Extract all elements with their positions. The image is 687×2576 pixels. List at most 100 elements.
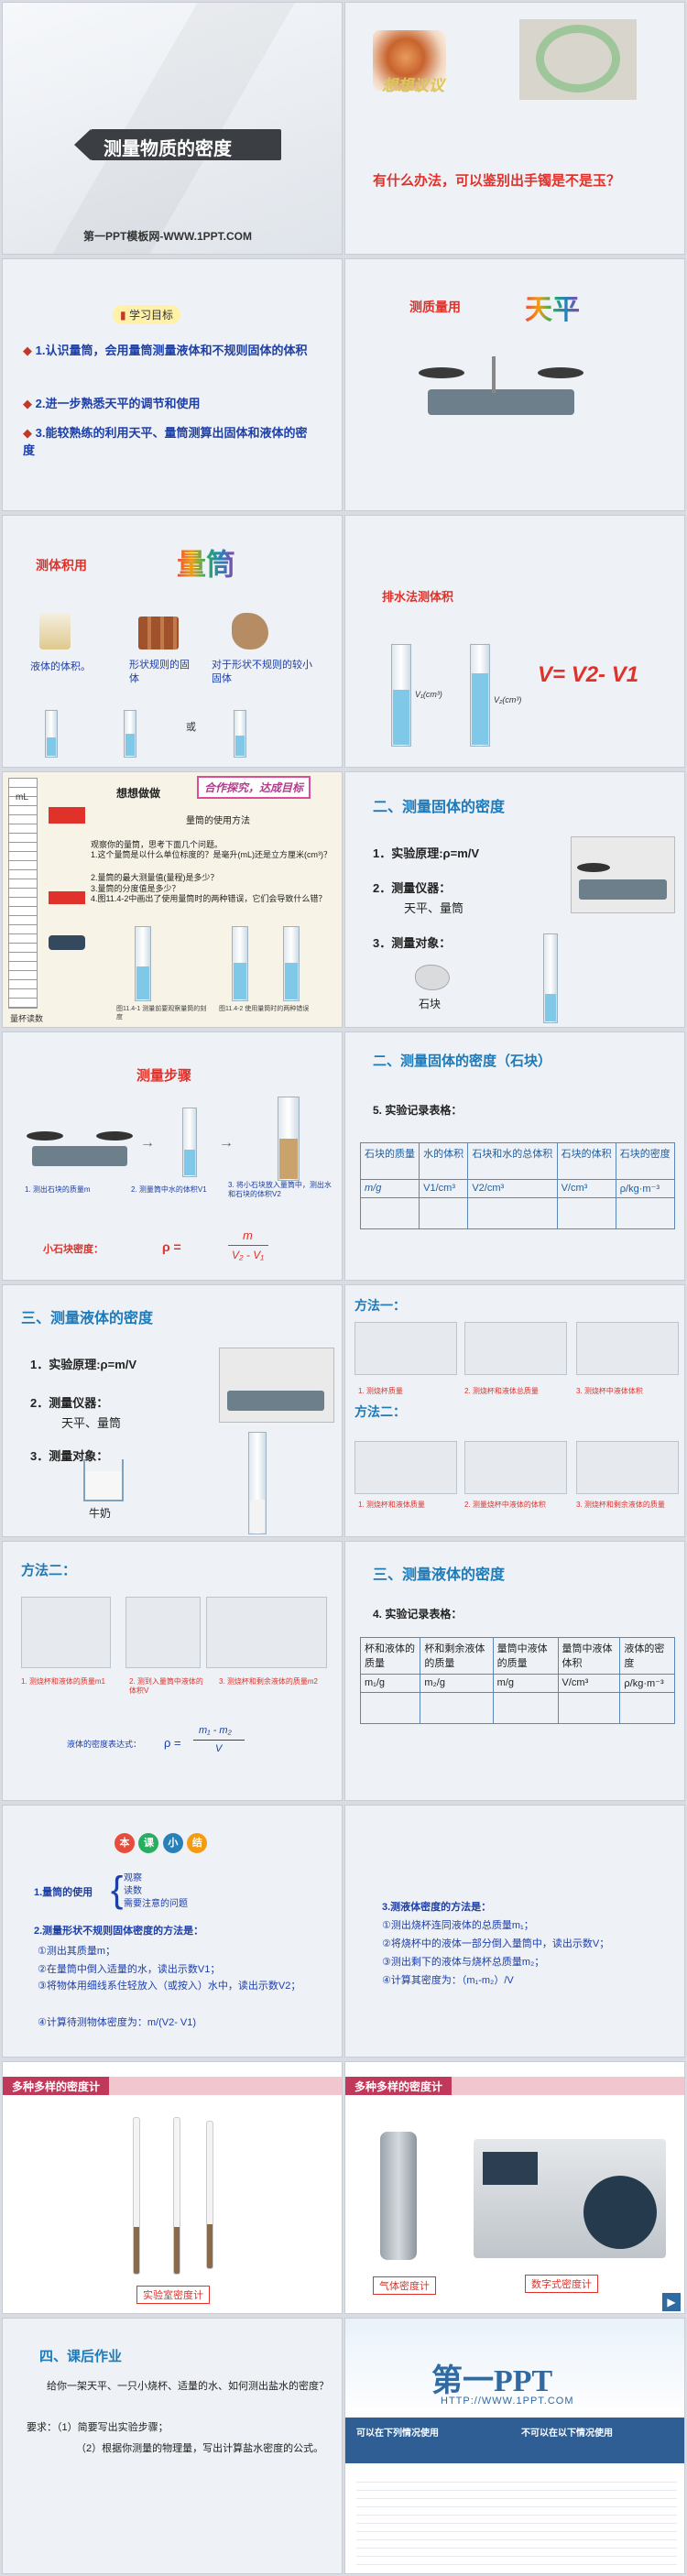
table-row	[359, 1692, 675, 1724]
slide-liquid-summary[interactable]: 3.测液体密度的方法是： ①测出烧杯连同液体的总质量m₁； ②将烧杯中的液体一部…	[344, 1805, 685, 2058]
inquiry-heading: 想想做做	[116, 787, 161, 800]
figure-cylinder-1	[135, 926, 151, 1001]
table-cell: m₁/g	[359, 1674, 421, 1693]
slide-balance[interactable]: 测质量用 天平	[344, 258, 685, 511]
goal-item-3: ◆ 3.能较熟练的利用天平、量筒测算出固体和液体的密度	[23, 424, 316, 459]
badge-circle: 结	[187, 1833, 208, 1853]
liquid-numerator: m₁ - m₂	[199, 1725, 232, 1736]
slide-steps[interactable]: 测量步骤 → → 1. 测出石块的质量m 2. 测量筒中水的体积V1 3. 将小…	[2, 1031, 343, 1281]
step-balance-pan-left	[27, 1131, 63, 1141]
goal-text-1: 1.认识量筒，会用量筒测量液体和不规则固体的体积	[35, 344, 308, 357]
item-irregular-solid: 对于形状不规则的较小固体	[212, 660, 312, 684]
liquid-summary-step-3: ③测出剩下的液体与烧杯总质量m₂；	[382, 1957, 545, 1968]
volume-formula: V= V2- V1	[538, 662, 639, 687]
table-cell[interactable]	[615, 1197, 676, 1229]
summary-item-1: 1.量筒的使用	[34, 1887, 93, 1898]
summary-sub-3: 需要注意的问题	[124, 1899, 188, 1909]
slide-brand[interactable]: 第一PPT HTTP://WWW.1PPT.COM 可以在下列情况使用 不可以在…	[344, 2318, 685, 2574]
solid-balance-base	[579, 879, 667, 900]
stone-label: 石块	[419, 998, 442, 1010]
slide-solid-table[interactable]: 二、测量固体的密度（石块） 5. 实验记录表格： 石块的质量 水的体积 石块和水…	[344, 1031, 685, 1281]
table-cell: 石块的质量	[359, 1142, 420, 1180]
method-two-caption-3: 3. 测烧杯和剩余液体的质量m2	[219, 1677, 319, 1686]
slide-summary[interactable]: 本 课 小 结 1.量筒的使用 { 观察 读数 需要注意的问题 2.测量形状不规…	[2, 1805, 343, 2058]
brand-logo: 第一PPT	[431, 2364, 553, 2398]
table-cell: ρ/kg·m⁻³	[619, 1674, 675, 1693]
solid-record-table: 石块的质量 水的体积 石块和水的总体积 石块的体积 石块的密度 m/g V1/c…	[359, 1142, 676, 1229]
summary-item-2: 2.测量形状不规则固体密度的方法是：	[34, 1926, 204, 1937]
table-cell[interactable]	[619, 1692, 675, 1724]
slide-title[interactable]: 测量物质的密度 第一PPT模板网-WWW.1PPT.COM	[2, 2, 343, 255]
liquid-balance-base	[227, 1391, 324, 1411]
badge-circle: 小	[162, 1833, 183, 1853]
brand-url[interactable]: HTTP://WWW.1PPT.COM	[441, 2396, 574, 2407]
solid-step-principle: 1．实验原理:ρ=m/V	[373, 846, 480, 860]
table-cell: 石块和水的总体积	[467, 1142, 558, 1180]
slide-density-meters[interactable]: 多种多样的密度计 气体密度计 数字式密度计 ▶	[344, 2061, 685, 2314]
density-rho: ρ =	[162, 1239, 181, 1254]
slide-cylinder[interactable]: 测体积用 量筒 液体的体积。 形状规则的固体 对于形状不规则的较小固体 或	[2, 515, 343, 768]
table-cell[interactable]	[420, 1692, 494, 1724]
solid-balance-pan	[577, 863, 610, 872]
liquid-fraction-bar	[193, 1740, 245, 1741]
table-cell[interactable]	[467, 1197, 558, 1229]
density-denominator: V₂ - V₁	[232, 1249, 265, 1261]
homework-heading: 四、课后作业	[39, 2349, 123, 2364]
slide-homework[interactable]: 四、课后作业 给你一架天平、一只小烧杯、适量的水、如何测出盐水的密度？ 要求：（…	[2, 2318, 343, 2574]
summary-badge: 本 课 小 结	[114, 1833, 208, 1853]
inquiry-line-0: 观察你的量筒，思考下面几个问题。	[91, 840, 224, 849]
slide-method-two[interactable]: 方法二： 1. 测烧杯和液体的质量m1 2. 测到入量筒中液体的体积V 3. 测…	[2, 1541, 343, 1801]
table-cell: ρ/kg·m⁻³	[615, 1179, 676, 1198]
balance-pan-right	[538, 367, 583, 378]
table-row: m/g V1/cm³ V2/cm³ V/cm³ ρ/kg·m⁻³	[359, 1179, 676, 1198]
solid-cylinder-image	[543, 933, 558, 1023]
method-two-image-3	[206, 1597, 327, 1668]
table-cell[interactable]	[419, 1197, 469, 1229]
slide-hydrometers[interactable]: 多种多样的密度计 实验室密度计	[2, 2061, 343, 2314]
slide-inquiry[interactable]: mL 量杯读数 合作探究，达成目标 想想做做 量筒的使用方法 观察你的量筒，思考…	[2, 771, 343, 1028]
liquid-summary-title: 3.测液体密度的方法是：	[382, 1902, 492, 1913]
liquid-step-instruments: 2．测量仪器：	[30, 1396, 109, 1410]
goals-badge-label: 学习目标	[128, 309, 173, 322]
slide-goals[interactable]: ▮ 学习目标 ◆ 1.认识量筒，会用量筒测量液体和不规则固体的体积 ◆ 2.进一…	[2, 258, 343, 511]
slide-liquid-methods[interactable]: 方法一： 1. 测烧杯质量 2. 测烧杯和液体总质量 3. 测烧杯中液体体积 方…	[344, 1284, 685, 1537]
method1-image-2	[464, 1322, 567, 1375]
table-cell[interactable]	[492, 1692, 559, 1724]
table-row	[359, 1197, 676, 1229]
next-arrow-button[interactable]: ▶	[662, 2293, 681, 2311]
liquid-summary-step-4: ④计算其密度为：（m₁-m₂）/V	[382, 1975, 514, 1986]
or-label: 或	[186, 722, 196, 733]
liquid-step-principle: 1．实验原理:ρ=m/V	[30, 1358, 137, 1371]
step-cylinder-2	[278, 1097, 300, 1181]
slide-liquid-density[interactable]: 三、测量液体的密度 1．实验原理:ρ=m/V 2．测量仪器： 天平、量筒 3．测…	[2, 1284, 343, 1537]
step-balance-image	[27, 1113, 133, 1172]
slide-jade-question[interactable]: 想想议议 有什么办法，可以鉴别出手镯是不是玉？	[344, 2, 685, 255]
summary-step-4: ④计算待测物体密度为：m/(V2- V1)	[38, 2017, 197, 2028]
table-row: 石块的质量 水的体积 石块和水的总体积 石块的体积 石块的密度	[359, 1142, 676, 1180]
density-numerator: m	[243, 1228, 253, 1242]
goal-bullet-icon: ◆	[23, 426, 36, 440]
digital-meter-screen	[483, 2152, 538, 2185]
brand-links	[356, 2474, 677, 2566]
table-cell[interactable]	[556, 1197, 616, 1229]
jade-question: 有什么办法，可以鉴别出手镯是不是玉？	[373, 173, 621, 189]
unit-label: mL	[16, 792, 28, 802]
method1-image-3	[576, 1322, 679, 1375]
table-cell[interactable]	[557, 1692, 621, 1724]
slide-liquid-table[interactable]: 三、测量液体的密度 4. 实验记录表格： 杯和液体的质量 杯和剩余液体的质量 量…	[344, 1541, 685, 1801]
slide-solid-density[interactable]: 二、测量固体的密度 1．实验原理:ρ=m/V 2．测量仪器： 天平、量筒 3．测…	[344, 771, 685, 1028]
gas-meter-caption: 气体密度计	[373, 2276, 436, 2295]
cylinder-v2	[470, 644, 490, 747]
inquiry-line-3: 3.量筒的分度值是多少？	[91, 884, 180, 893]
step-caption-3: 3. 将小石块放入量筒中，测出水和石块的体积V2	[228, 1181, 332, 1198]
inquiry-line-4: 4.图11.4-2中画出了使用量筒时的两种错误，它们会导致什么错？	[91, 894, 327, 903]
liquid-summary-step-1: ①测出烧杯连同液体的总质量m₁；	[382, 1920, 534, 1931]
table-cell[interactable]	[359, 1692, 421, 1724]
goal-text-2: 2.进一步熟悉天平的调节和使用	[35, 397, 201, 410]
table-cell: 石块的体积	[556, 1142, 616, 1180]
slide-displacement[interactable]: 排水法测体积 V₁(cm³) V₂(cm³) V= V2- V1	[344, 515, 685, 768]
table-cell[interactable]	[359, 1197, 420, 1229]
digital-meter-image	[474, 2139, 666, 2258]
brand-info-bar	[345, 2418, 684, 2463]
